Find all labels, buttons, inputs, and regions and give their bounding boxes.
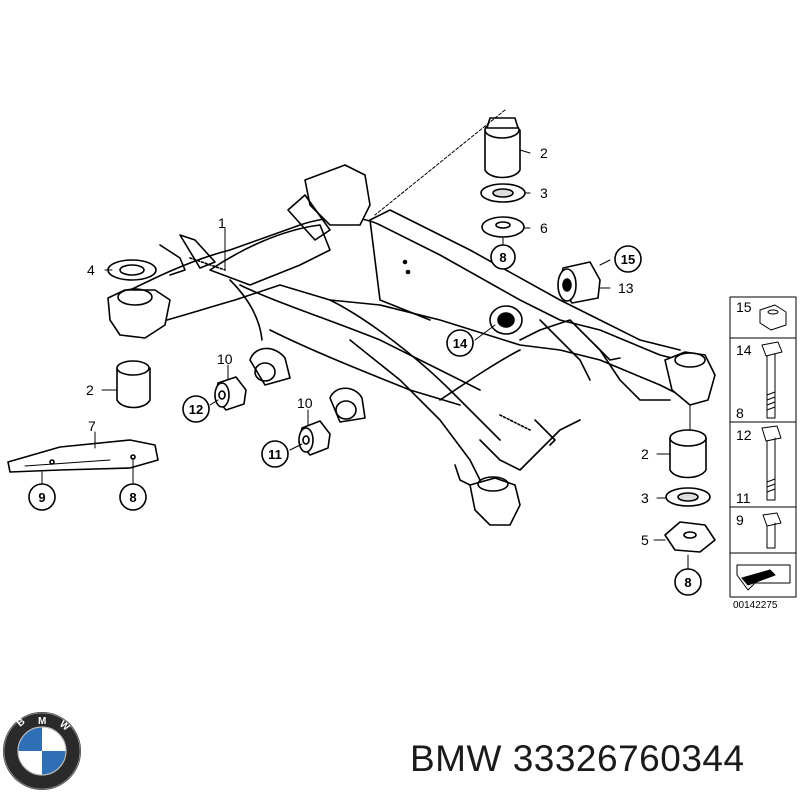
callout-13: 13 xyxy=(618,280,634,296)
callout-5: 5 xyxy=(641,532,649,548)
bubble-12: 12 xyxy=(182,395,210,423)
nut-icon xyxy=(759,304,787,331)
bubble-9: 9 xyxy=(28,483,56,511)
bubble-8-left: 8 xyxy=(119,483,147,511)
bubble-15: 15 xyxy=(614,245,642,273)
long-bolt-icon xyxy=(761,341,783,357)
legend-item-15: 15 xyxy=(736,299,752,315)
logo-letter-m: M xyxy=(38,716,46,727)
bushing-pair-11 xyxy=(298,420,331,456)
callout-2-top: 2 xyxy=(540,145,548,161)
callout-6: 6 xyxy=(540,220,548,236)
callout-2-left: 2 xyxy=(86,382,94,398)
svg-text:9: 9 xyxy=(38,490,45,505)
callout-1: 1 xyxy=(218,215,226,231)
legend-item-14: 14 xyxy=(736,342,752,358)
svg-text:8: 8 xyxy=(684,575,691,590)
legend-item-8: 8 xyxy=(736,405,744,421)
medium-bolt-icon xyxy=(761,425,782,442)
svg-text:8: 8 xyxy=(499,250,506,265)
callout-10-lower: 10 xyxy=(297,395,313,411)
fastener-legend xyxy=(729,296,797,598)
callout-2-right: 2 xyxy=(641,446,649,462)
svg-text:11: 11 xyxy=(268,447,282,462)
svg-text:15: 15 xyxy=(621,252,635,267)
callout-10-upper: 10 xyxy=(217,351,233,367)
callout-labels: 1 2 3 6 4 13 2 10 10 7 2 3 5 xyxy=(86,145,649,548)
legend-labels: 15 14 8 12 11 9 00142275 xyxy=(733,299,778,611)
bubble-callouts: 8 15 14 12 11 9 8 8 xyxy=(28,244,702,596)
diagram-reference-code: 00142275 xyxy=(733,600,778,611)
svg-text:8: 8 xyxy=(129,490,136,505)
bubble-14: 14 xyxy=(446,329,474,357)
bmw-logo: B M W xyxy=(3,712,81,790)
bracket-part-7 xyxy=(7,439,159,473)
left-mount-stack xyxy=(107,259,157,409)
svg-text:14: 14 xyxy=(453,336,468,351)
short-bolt-icon xyxy=(762,512,782,527)
part-number-caption: BMW 33326760344 xyxy=(410,738,745,779)
bushing-part-14 xyxy=(489,305,523,335)
svg-text:12: 12 xyxy=(189,402,203,417)
right-mount-stack xyxy=(664,404,716,553)
leader-lines xyxy=(41,149,689,569)
callout-3-top: 3 xyxy=(540,185,548,201)
legend-item-11: 11 xyxy=(736,490,751,506)
bubble-8-right: 8 xyxy=(674,568,702,596)
rear-subframe xyxy=(107,164,716,526)
callout-7: 7 xyxy=(88,418,96,434)
bushing-part-13 xyxy=(557,261,601,304)
legend-item-9: 9 xyxy=(736,512,744,528)
bubble-8-top: 8 xyxy=(490,244,516,270)
bushing-pair-12 xyxy=(214,376,247,411)
legend-item-12: 12 xyxy=(736,427,752,443)
upper-mount-stack xyxy=(374,109,526,238)
callout-3-right: 3 xyxy=(641,490,649,506)
callout-4: 4 xyxy=(87,262,95,278)
bubble-11: 11 xyxy=(261,440,289,468)
